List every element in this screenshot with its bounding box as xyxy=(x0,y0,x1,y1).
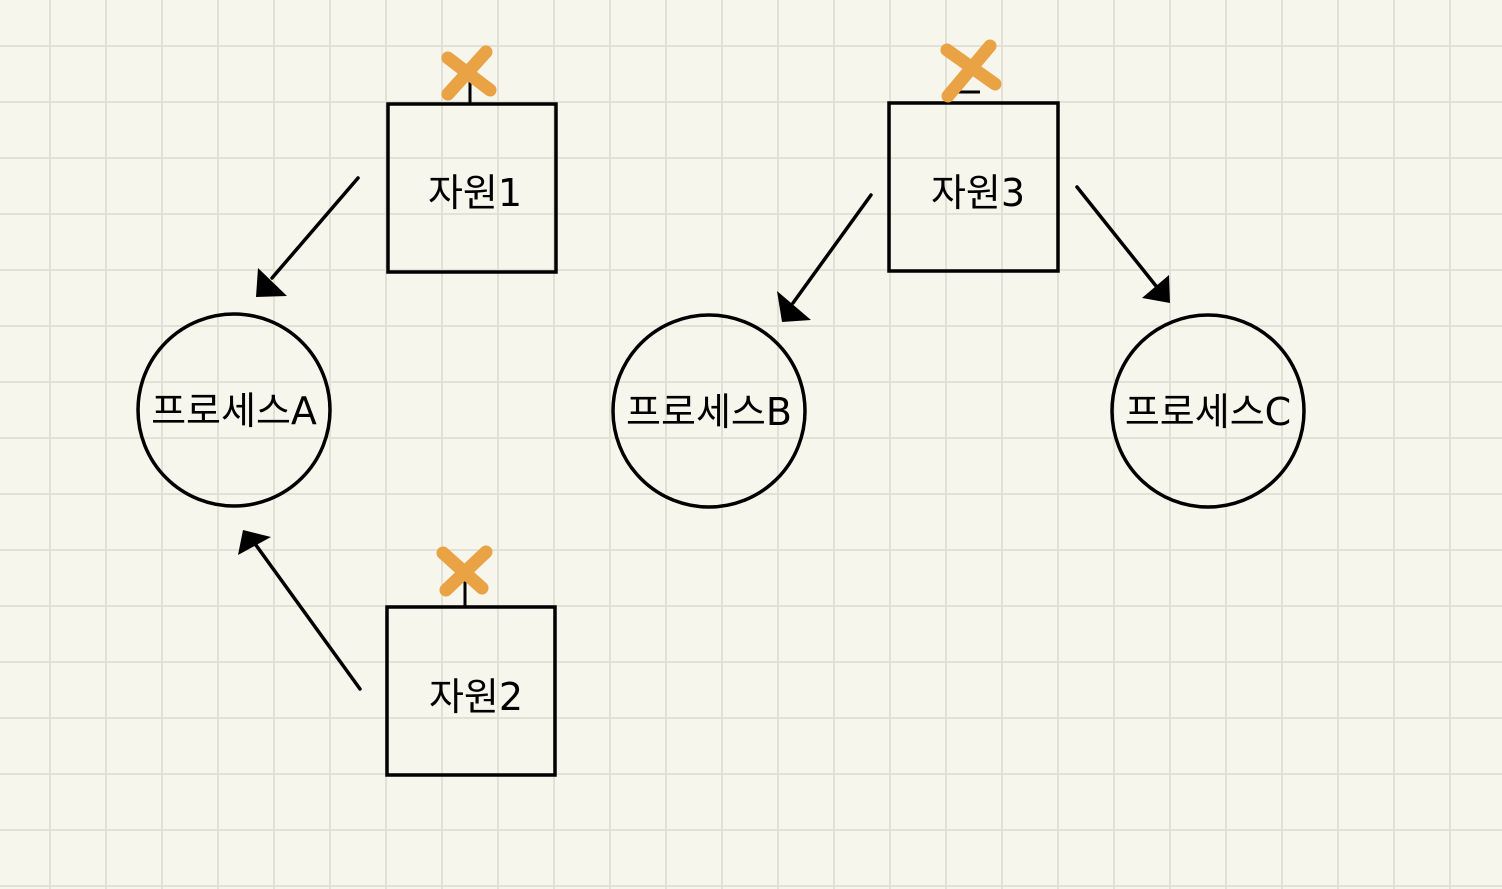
cross-mark-icon xyxy=(436,545,493,597)
edge-resource1-processA xyxy=(256,176,360,297)
cross-mark-stroke xyxy=(441,45,493,101)
edge-line xyxy=(791,193,873,305)
arrowhead-icon xyxy=(238,530,271,555)
edge-line xyxy=(270,176,360,280)
resource-node-3: 자원3 xyxy=(887,39,1060,273)
edge-line xyxy=(1075,185,1158,288)
cross-mark-stroke xyxy=(439,545,493,597)
process-label-a: 프로세스A xyxy=(151,389,317,433)
edge-resource2-processA xyxy=(238,530,362,691)
process-circle-b xyxy=(611,313,807,509)
process-label-c: 프로세스C xyxy=(1125,390,1291,434)
arrowhead-icon xyxy=(777,291,811,322)
cross-mark-icon xyxy=(441,45,497,101)
cross-mark-icon xyxy=(940,39,1002,103)
process-node-b: 프로세스B xyxy=(611,313,807,509)
resource-box-1 xyxy=(386,102,558,274)
arrowhead-icon xyxy=(256,268,287,297)
resource-node-2: 자원2 xyxy=(385,545,557,777)
process-label-b: 프로세스B xyxy=(626,390,792,434)
edge-resource3-processB xyxy=(777,193,873,322)
edge-resource3-processC xyxy=(1075,185,1170,303)
resource-label-2: 자원2 xyxy=(429,675,523,719)
process-circle-a xyxy=(136,312,332,508)
cross-mark-stroke xyxy=(941,39,997,103)
resource-label-3: 자원3 xyxy=(931,171,1025,215)
resource-box-3 xyxy=(887,101,1060,273)
process-node-a: 프로세스A xyxy=(136,312,332,508)
resource-box-2 xyxy=(385,605,557,777)
resource-label-1: 자원1 xyxy=(428,171,522,215)
arrowhead-icon xyxy=(1142,275,1170,303)
process-node-c: 프로세스C xyxy=(1110,313,1306,509)
process-circle-c xyxy=(1110,313,1306,509)
edge-line xyxy=(251,539,362,691)
resource-node-1: 자원1 xyxy=(386,45,558,274)
